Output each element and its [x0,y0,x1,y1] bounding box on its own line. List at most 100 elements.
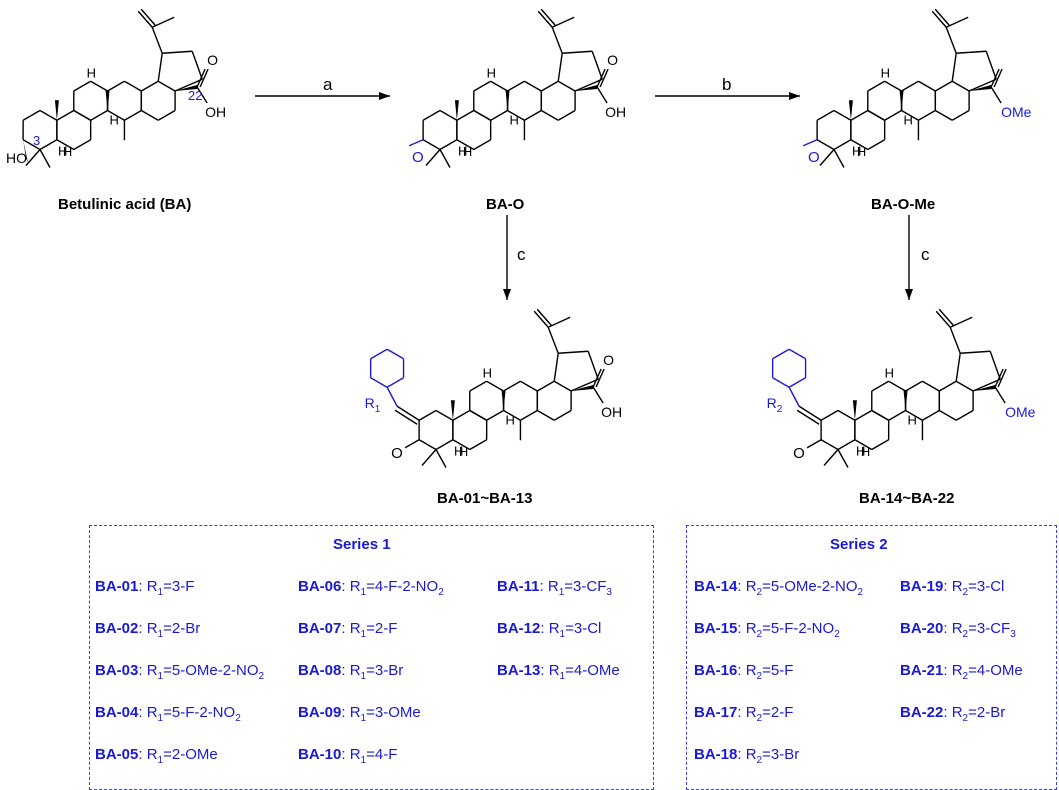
bond [788,377,806,388]
ome-label: OMe [1001,104,1032,120]
bond [39,149,51,168]
ketone-bond [802,139,818,147]
bond [931,10,947,28]
bond [587,351,599,380]
bond [837,439,856,451]
bond [820,439,839,451]
h-label: H [463,144,472,159]
bond [536,380,555,392]
bond [524,80,542,92]
h-label: H [881,65,890,80]
bond [871,380,890,392]
bond [137,10,153,28]
bond [596,86,608,104]
bond [507,80,525,92]
bond [473,109,492,121]
bond [867,139,886,151]
bond [547,316,571,328]
o-label: O [207,52,218,68]
bond [562,50,593,54]
bond [951,53,957,82]
bond [905,409,923,421]
bond [993,68,1003,88]
bond [107,80,125,92]
bond [833,139,852,151]
ketone-bond [408,139,424,147]
bond [574,78,603,92]
series2-entry: BA-19: R2=3-Cl [900,578,1005,598]
bond [107,109,125,121]
label-betulinic-acid: Betulinic acid (BA) [58,196,192,213]
h-label: H [856,444,865,459]
h-label: H [458,144,467,159]
series1-entry: BA-06: R1=4-F-2-NO2 [298,578,444,598]
bond [421,449,437,466]
bond [918,109,936,121]
bond [537,10,553,28]
bond [557,109,576,121]
bond [22,139,41,151]
bond [540,109,559,121]
bond [934,8,950,26]
h-label: H [861,444,870,459]
bond [473,139,492,151]
bond [174,78,203,92]
bond [503,409,521,421]
ketone-o-label: O [412,149,424,166]
bond [955,380,974,392]
bond [536,308,552,326]
bond [938,308,954,326]
wedge-bond [969,85,992,91]
bond [833,149,845,168]
bond [823,449,839,466]
bond [819,149,835,166]
bond [788,348,806,360]
bond [157,109,176,121]
bond [951,80,970,92]
bond [989,351,1001,380]
bond [507,109,525,121]
ho-label: HO [6,150,27,166]
bond [934,80,953,92]
h-label: H [483,365,492,380]
series2-entry: BA-20: R2=3-CF3 [900,620,1016,640]
bond [553,353,559,382]
bond [854,409,873,421]
bond [157,53,163,82]
arrow-label-a: a [323,75,333,94]
bond [955,353,961,382]
series1-entry: BA-10: R1=4-F [298,746,398,766]
bond [524,109,542,121]
series2-entry: BA-18: R2=3-Br [694,746,800,766]
bond [425,149,441,166]
series1-entry: BA-12: R1=3-Cl [497,620,602,640]
bond [124,80,142,92]
bond [196,68,206,88]
bond [386,377,404,388]
bond [422,139,441,151]
series1-entry: BA-09: R1=3-OMe [298,704,421,724]
o-label: O [607,52,618,68]
series1-entry: BA-07: R1=2-F [298,620,398,640]
bond [473,80,492,92]
r-label: R1 [365,395,381,415]
arrow-b-head [789,92,800,100]
bond [140,109,159,121]
arrow-label-b: b [722,75,732,94]
r-label: R2 [767,395,783,415]
bond [557,80,576,92]
bond [439,139,458,151]
oh-label: OH [601,404,622,420]
bond [520,409,538,421]
h-label: H [506,413,515,428]
bond [490,80,508,92]
h-label: H [487,65,496,80]
series1-entry: BA-08: R1=3-Br [298,662,404,682]
series1-entry: BA-03: R1=5-OMe-2-NO2 [95,662,265,682]
wedge-bond [454,100,459,121]
bond [486,380,504,392]
bond [949,326,961,354]
arrow-c2-head [905,289,913,300]
series1-entry: BA-05: R1=2-OMe [95,746,218,766]
